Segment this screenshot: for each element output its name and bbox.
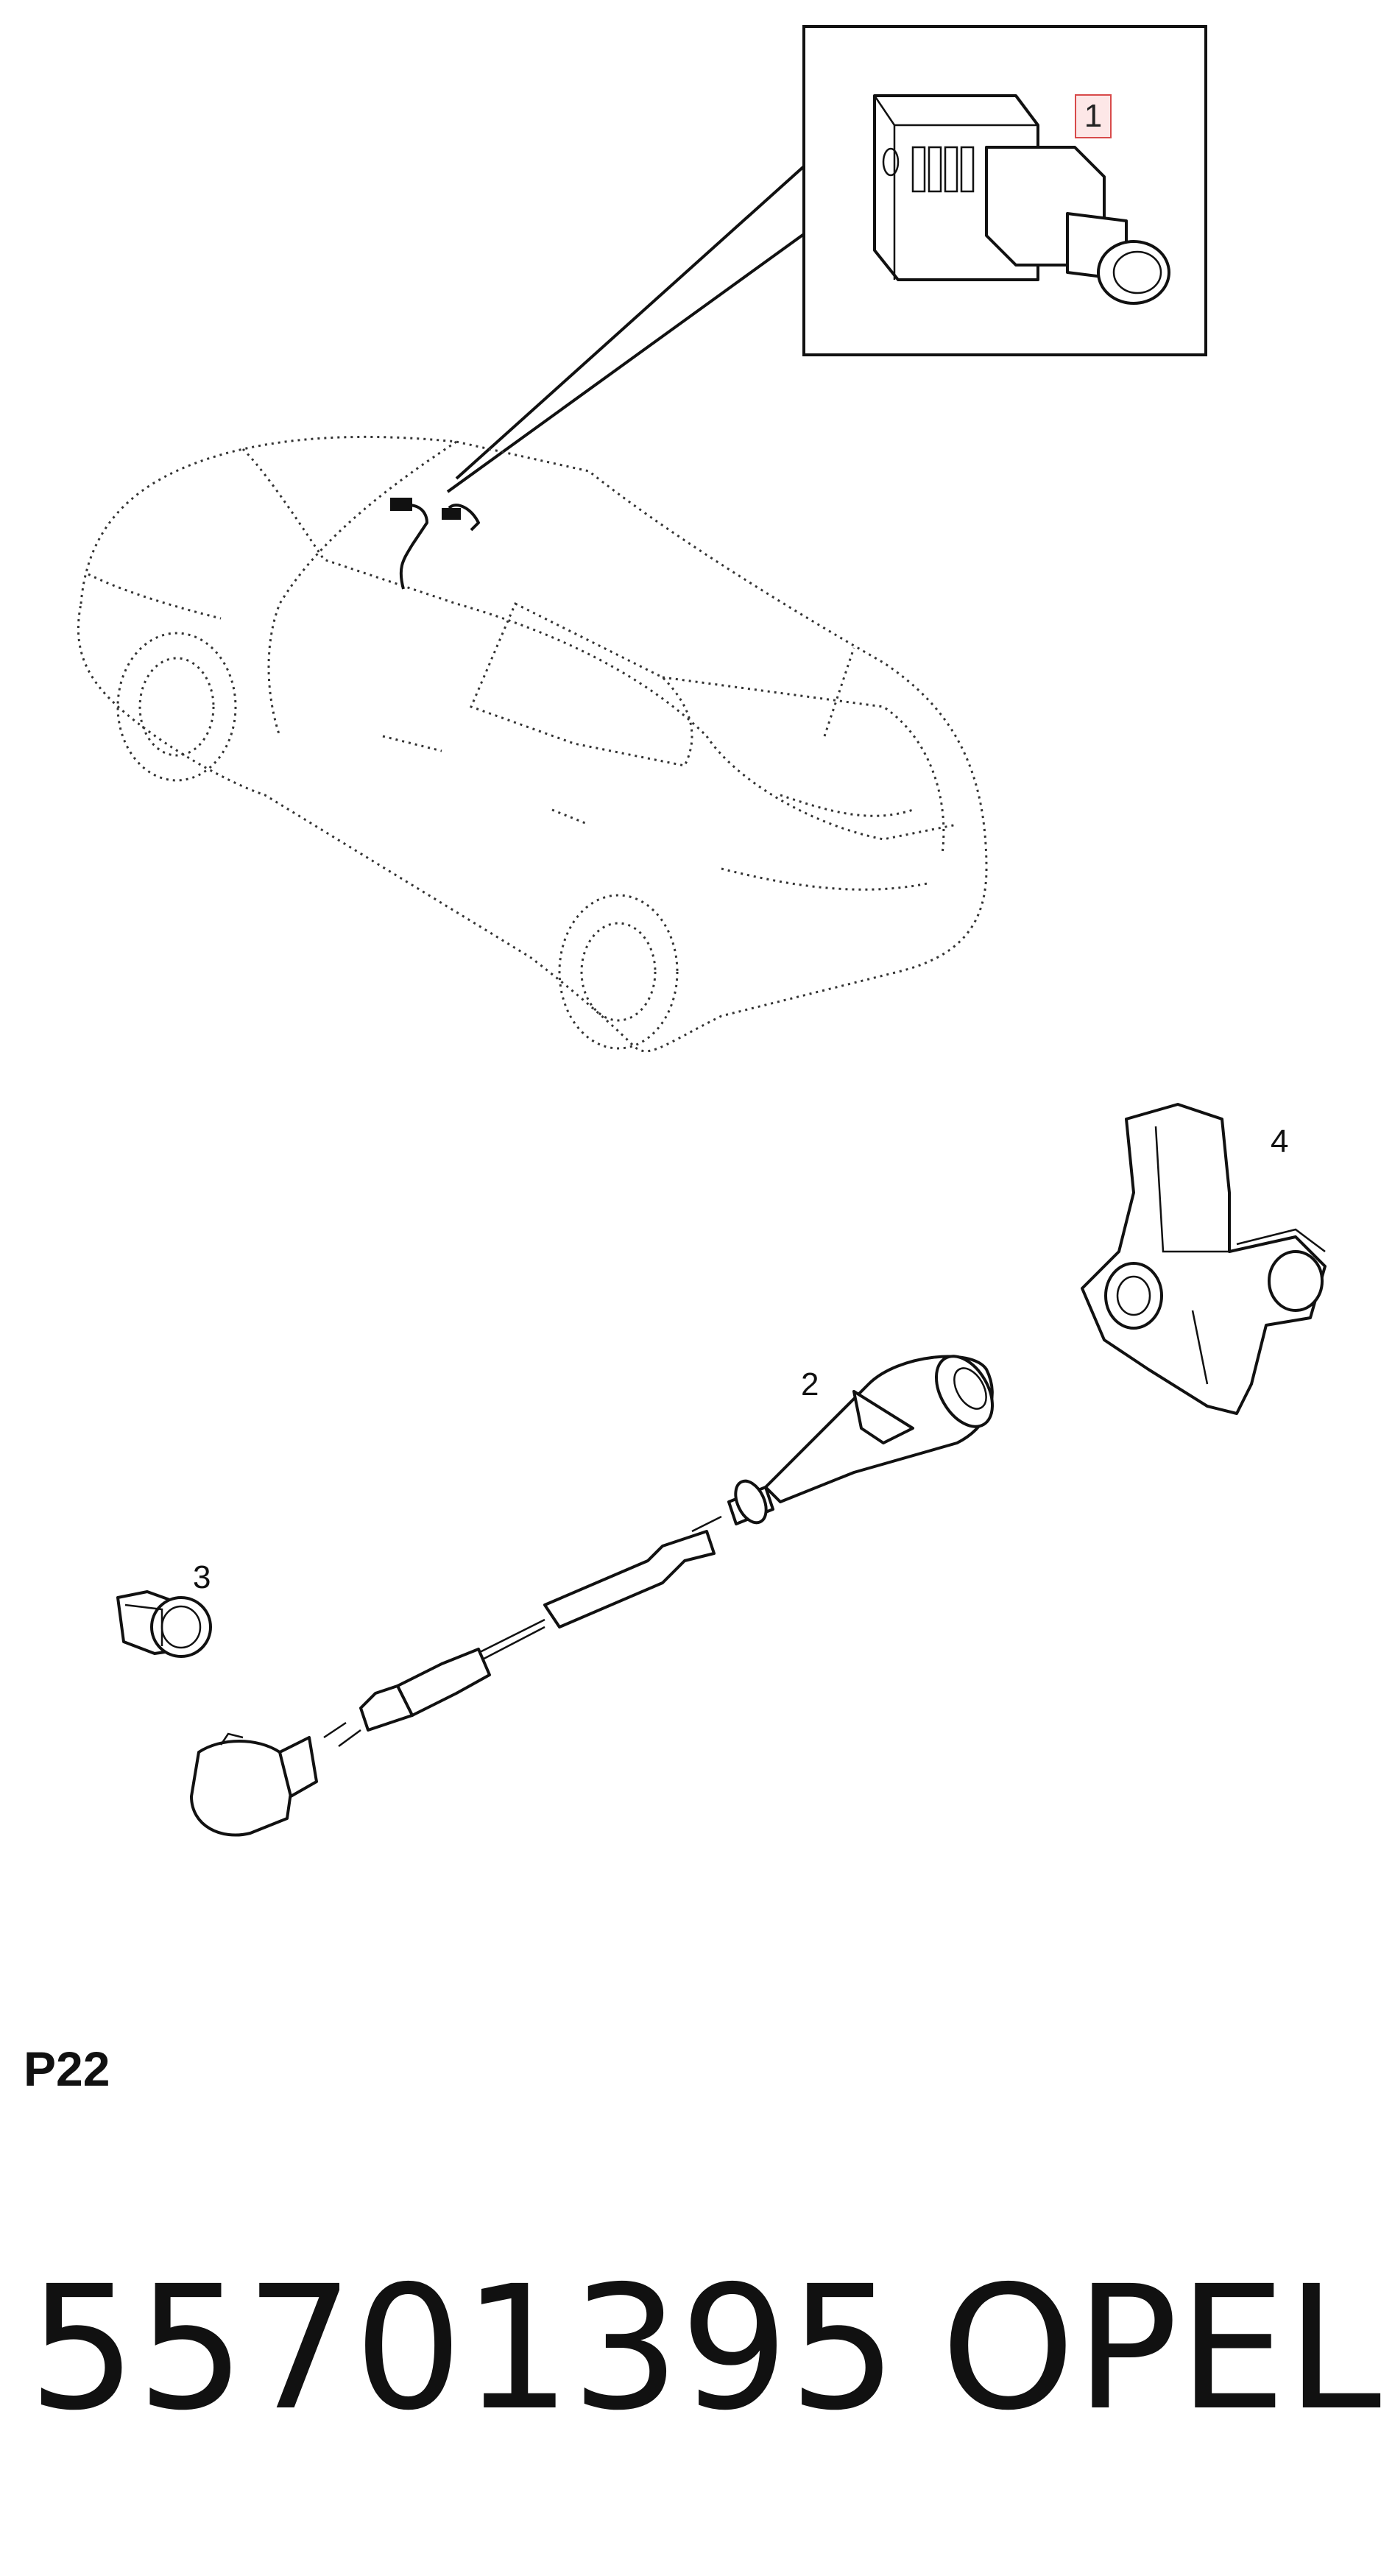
callout-item-2: 2: [801, 1366, 819, 1402]
connector-plug-part: [190, 1732, 318, 1837]
mounting-bracket-part: [1081, 1103, 1327, 1415]
callout-item-4: 4: [1271, 1123, 1289, 1160]
brand-name: OPEL: [941, 2249, 1381, 2448]
callout-item-1[interactable]: 1: [1075, 94, 1112, 138]
brake-light-switch-part: [873, 94, 1170, 305]
speedometer-cable-part: [323, 1355, 994, 1748]
footer: 55701395 OPEL: [28, 2238, 1381, 2459]
sensor-cap-part: [116, 1590, 212, 1658]
callout-item-3: 3: [193, 1559, 211, 1595]
part-number: 55701395: [28, 2249, 897, 2448]
page-code: P22: [24, 2042, 110, 2096]
exploded-parts-diagram: [77, 25, 1327, 1837]
vehicle-outline: [77, 435, 988, 1053]
